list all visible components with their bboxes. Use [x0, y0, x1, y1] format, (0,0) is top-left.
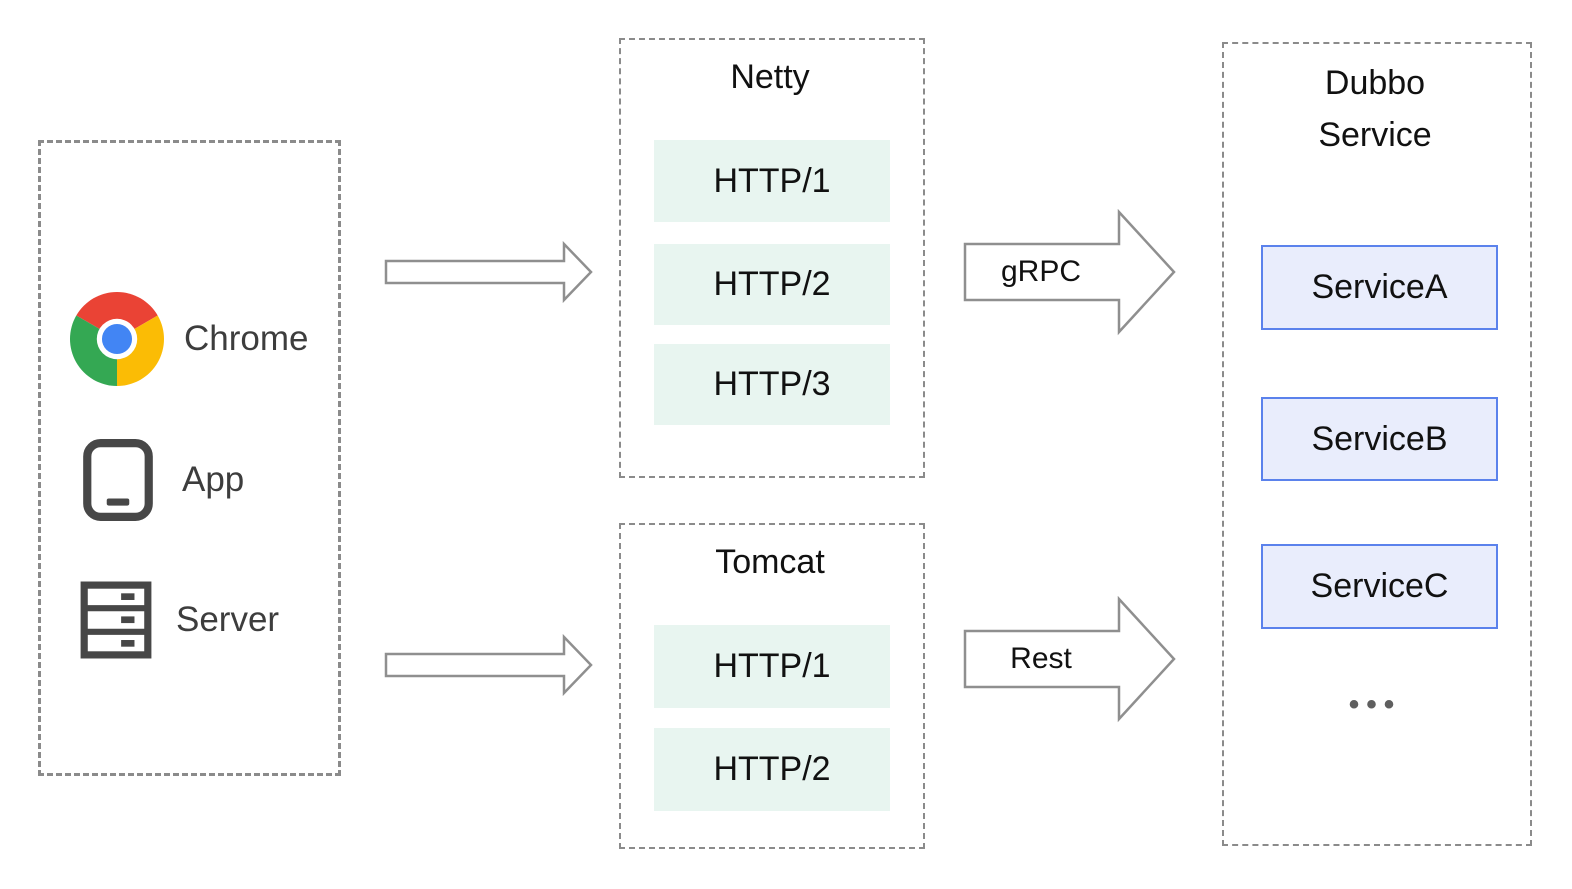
client-label-app: App — [182, 460, 245, 499]
client-label-server: Server — [176, 600, 280, 639]
arrow-right-icon-bottom — [384, 634, 594, 696]
service-item-c: ServiceC — [1261, 544, 1498, 629]
rest-label: Rest — [1010, 642, 1072, 675]
protocol-http3-netty: HTTP/3 — [654, 344, 890, 425]
netty-title: Netty — [730, 58, 810, 96]
service-item-b: ServiceB — [1261, 397, 1498, 481]
server-icon — [80, 581, 152, 659]
client-group-box — [38, 140, 341, 776]
more-services-indicator: ••• — [1348, 688, 1402, 721]
client-row-chrome: Chrome — [70, 292, 308, 386]
grpc-arrow-icon — [963, 209, 1177, 336]
protocol-http2-tomcat: HTTP/2 — [654, 728, 890, 811]
protocol-http1-netty: HTTP/1 — [654, 140, 890, 222]
client-label-chrome: Chrome — [184, 319, 309, 358]
client-row-app: App — [82, 438, 244, 522]
protocol-http1-tomcat: HTTP/1 — [654, 625, 890, 708]
dubbo-title-line2: Service — [1318, 116, 1432, 154]
rest-arrow-icon — [963, 596, 1177, 723]
app-tablet-icon — [82, 438, 154, 522]
service-item-a: ServiceA — [1261, 245, 1498, 330]
dubbo-title-line1: Dubbo — [1324, 64, 1426, 102]
protocol-http2-netty: HTTP/2 — [654, 244, 890, 325]
grpc-label: gRPC — [1000, 255, 1082, 288]
chrome-icon — [70, 292, 164, 386]
tomcat-title: Tomcat — [715, 543, 825, 581]
client-row-server: Server — [80, 580, 279, 660]
arrow-right-icon-top — [384, 241, 594, 303]
